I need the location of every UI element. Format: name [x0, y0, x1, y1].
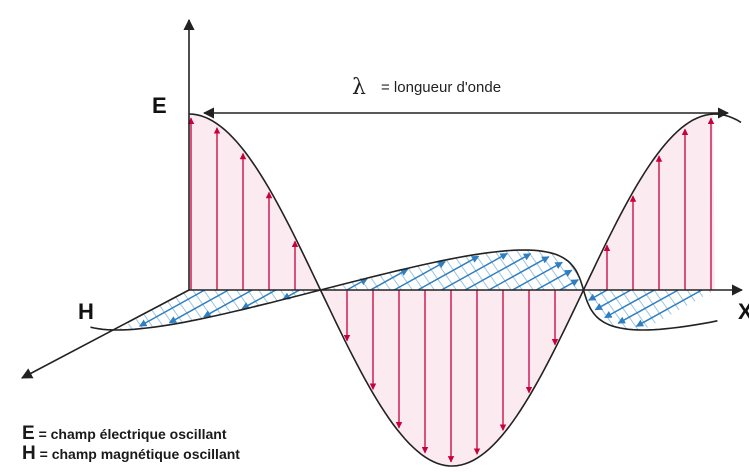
magnetic-field-vector	[370, 268, 409, 291]
magnetic-field-vector	[635, 289, 703, 327]
electric-field-vectors	[187, 117, 715, 463]
magnetic-field-vector	[535, 269, 573, 291]
legend-key-e: E	[22, 423, 35, 444]
magnetic-field-vector	[282, 289, 300, 300]
magnetic-field-vector	[488, 256, 550, 291]
magnetic-field-vector	[203, 289, 253, 318]
magnetic-field-vector	[588, 289, 608, 301]
magnetic-field-vector	[168, 289, 229, 324]
e-axis-label: E	[152, 93, 167, 118]
legend-text-h: = champ magnétique oscillant	[35, 446, 240, 462]
magnetic-field-vector	[393, 260, 446, 291]
legend: E = champ électrique oscillant H = champ…	[22, 424, 240, 464]
electric-field-curve	[188, 113, 742, 467]
magnetic-field-vector	[464, 253, 532, 291]
magnetic-field-vector	[594, 289, 632, 311]
wavelength-symbol: λ	[352, 75, 366, 100]
magnetic-field-curve	[90, 249, 718, 331]
magnetic-field-vector	[417, 255, 480, 291]
wavelength-caption: = longueur d'onde	[381, 79, 501, 96]
magnetic-field-vector	[346, 277, 368, 291]
magnetic-field-vector	[139, 289, 206, 327]
legend-item-e: E = champ électrique oscillant	[22, 424, 240, 444]
legend-key-h: H	[22, 443, 36, 464]
magnetic-field-vector	[559, 279, 579, 291]
h-axis-label: H	[78, 299, 94, 324]
magnetic-field-vector	[604, 289, 655, 319]
magnetic-field-vector	[512, 261, 563, 291]
magnetic-field-vectors	[139, 252, 703, 327]
magnetic-field-vector	[441, 252, 508, 291]
magnetic-field-vector	[617, 289, 679, 324]
magnetic-field-vector	[241, 289, 277, 310]
legend-text-e: = champ électrique oscillant	[34, 426, 227, 442]
legend-item-h: H = champ magnétique oscillant	[22, 444, 240, 464]
h-axis-line	[21, 289, 190, 379]
x-axis-label: X	[738, 299, 749, 324]
